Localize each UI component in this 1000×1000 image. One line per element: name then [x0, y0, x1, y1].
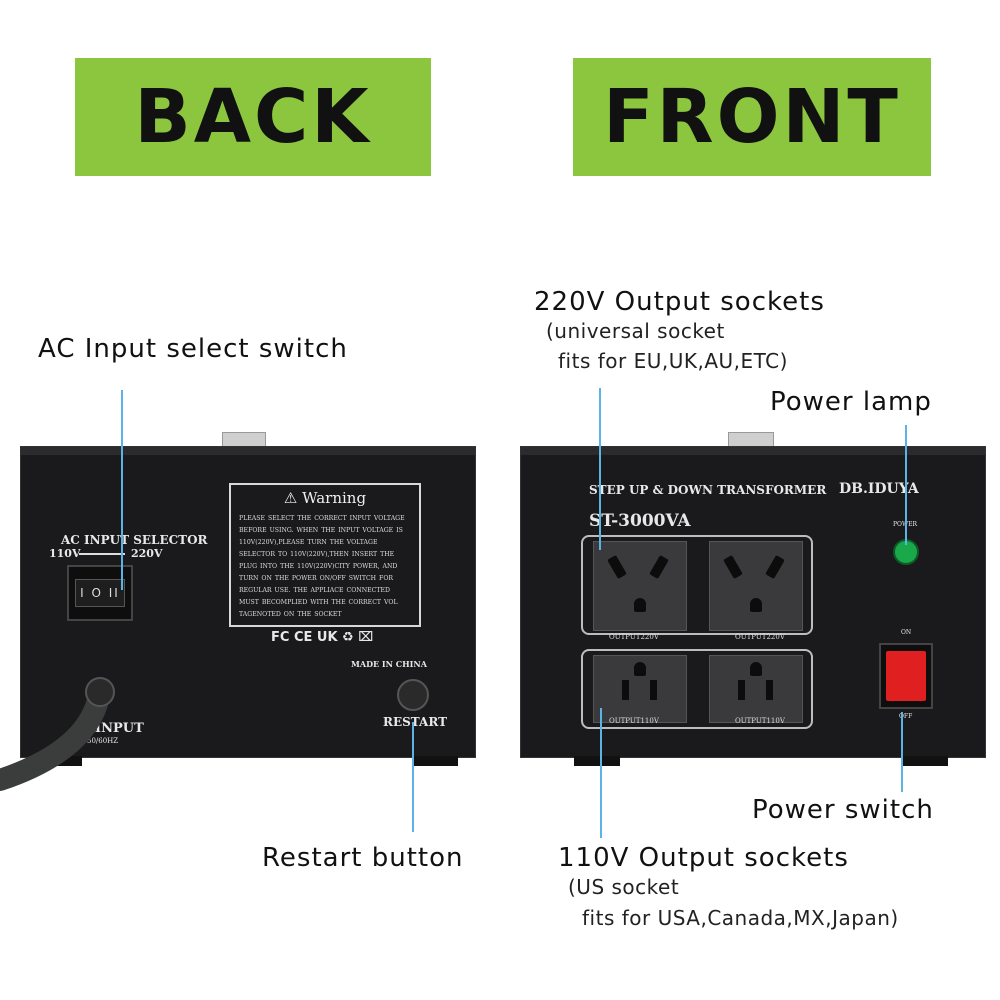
out220-annotation: 220V Output sockets: [534, 287, 825, 317]
front-foot-left: [574, 756, 620, 766]
input-hz: 50/60HZ: [87, 737, 119, 745]
socket-110-label-right: OUTPUT110V: [735, 717, 785, 725]
front-unit: STEP UP & DOWN TRANSFORMER DB.IDUYA ST-3…: [520, 446, 986, 758]
restart-label: RESTART: [383, 715, 448, 729]
out110-annotation: 110V Output sockets: [558, 843, 849, 873]
hole: [634, 662, 646, 676]
back-rim: [21, 447, 475, 455]
switch-rocker: [886, 651, 926, 701]
input-label: INPUT: [95, 721, 144, 736]
hole: [650, 680, 657, 700]
ac-input-annotation: AC Input select switch: [38, 334, 348, 364]
restart-annotation: Restart button: [262, 843, 464, 873]
hole: [750, 598, 762, 612]
made-in-china: MADE IN CHINA: [351, 659, 427, 669]
socket-220-label-left: OUTPUT220V: [609, 633, 659, 641]
selector-220: 220V: [131, 547, 163, 560]
power-lamp-annotation: Power lamp: [770, 387, 932, 417]
socket-220-left[interactable]: [593, 541, 687, 631]
selector-110: 110V: [49, 547, 81, 560]
warning-text: Please select the correct input voltage …: [239, 515, 405, 618]
ac-input-line: [121, 390, 123, 590]
restart-button[interactable]: [397, 679, 429, 711]
model-line: STEP UP & DOWN TRANSFORMER: [589, 483, 827, 497]
cert-marks: FC CE UK ♻ ⌧: [271, 630, 374, 645]
out220-line: [599, 388, 601, 550]
restart-line: [412, 722, 414, 832]
back-tag: BACK: [75, 58, 431, 176]
ac-input-switch[interactable]: I O II: [67, 565, 133, 621]
socket-110-label-left: OUTPUT110V: [609, 717, 659, 725]
off-label: OFF: [899, 713, 913, 720]
warning-plate: ⚠ Warning Please select the correct inpu…: [229, 483, 421, 627]
out220-sub1: (universal socket: [546, 319, 725, 343]
out110-sub1: (US socket: [568, 875, 680, 899]
hole: [765, 554, 785, 580]
front-rim: [521, 447, 985, 455]
socket-110-left[interactable]: [593, 655, 687, 723]
hole: [723, 554, 743, 580]
power-switch-line: [901, 712, 903, 792]
power-switch-annotation: Power switch: [752, 795, 934, 825]
front-tag: FRONT: [573, 58, 931, 176]
hole: [738, 680, 745, 700]
warning-title: ⚠ Warning: [283, 489, 367, 507]
brand: DB.IDUYA: [839, 481, 919, 497]
out220-sub2: fits for EU,UK,AU,ETC): [558, 349, 788, 373]
model: ST-3000VA: [589, 511, 691, 531]
socket-220-right[interactable]: [709, 541, 803, 631]
hole: [766, 680, 773, 700]
selector-arrow: [79, 553, 125, 555]
back-foot-right: [412, 756, 458, 766]
hole: [649, 554, 669, 580]
socket-110-frame: [581, 649, 813, 729]
on-label: ON: [901, 629, 912, 636]
out110-sub2: fits for USA,Canada,MX,Japan): [582, 906, 899, 930]
power-cord: [0, 677, 115, 791]
switch-glyphs: I O II: [75, 579, 125, 607]
hole: [622, 680, 629, 700]
hole: [750, 662, 762, 676]
socket-110-right[interactable]: [709, 655, 803, 723]
hole: [607, 554, 627, 580]
socket-220-frame: [581, 535, 813, 635]
out110-line: [600, 708, 602, 838]
hole: [634, 598, 646, 612]
power-lamp-line: [905, 425, 907, 545]
front-foot-right: [902, 756, 948, 766]
power-switch[interactable]: [879, 643, 933, 709]
selector-title: AC INPUT SELECTOR: [61, 533, 208, 547]
socket-220-label-right: OUTPUT220V: [735, 633, 785, 641]
